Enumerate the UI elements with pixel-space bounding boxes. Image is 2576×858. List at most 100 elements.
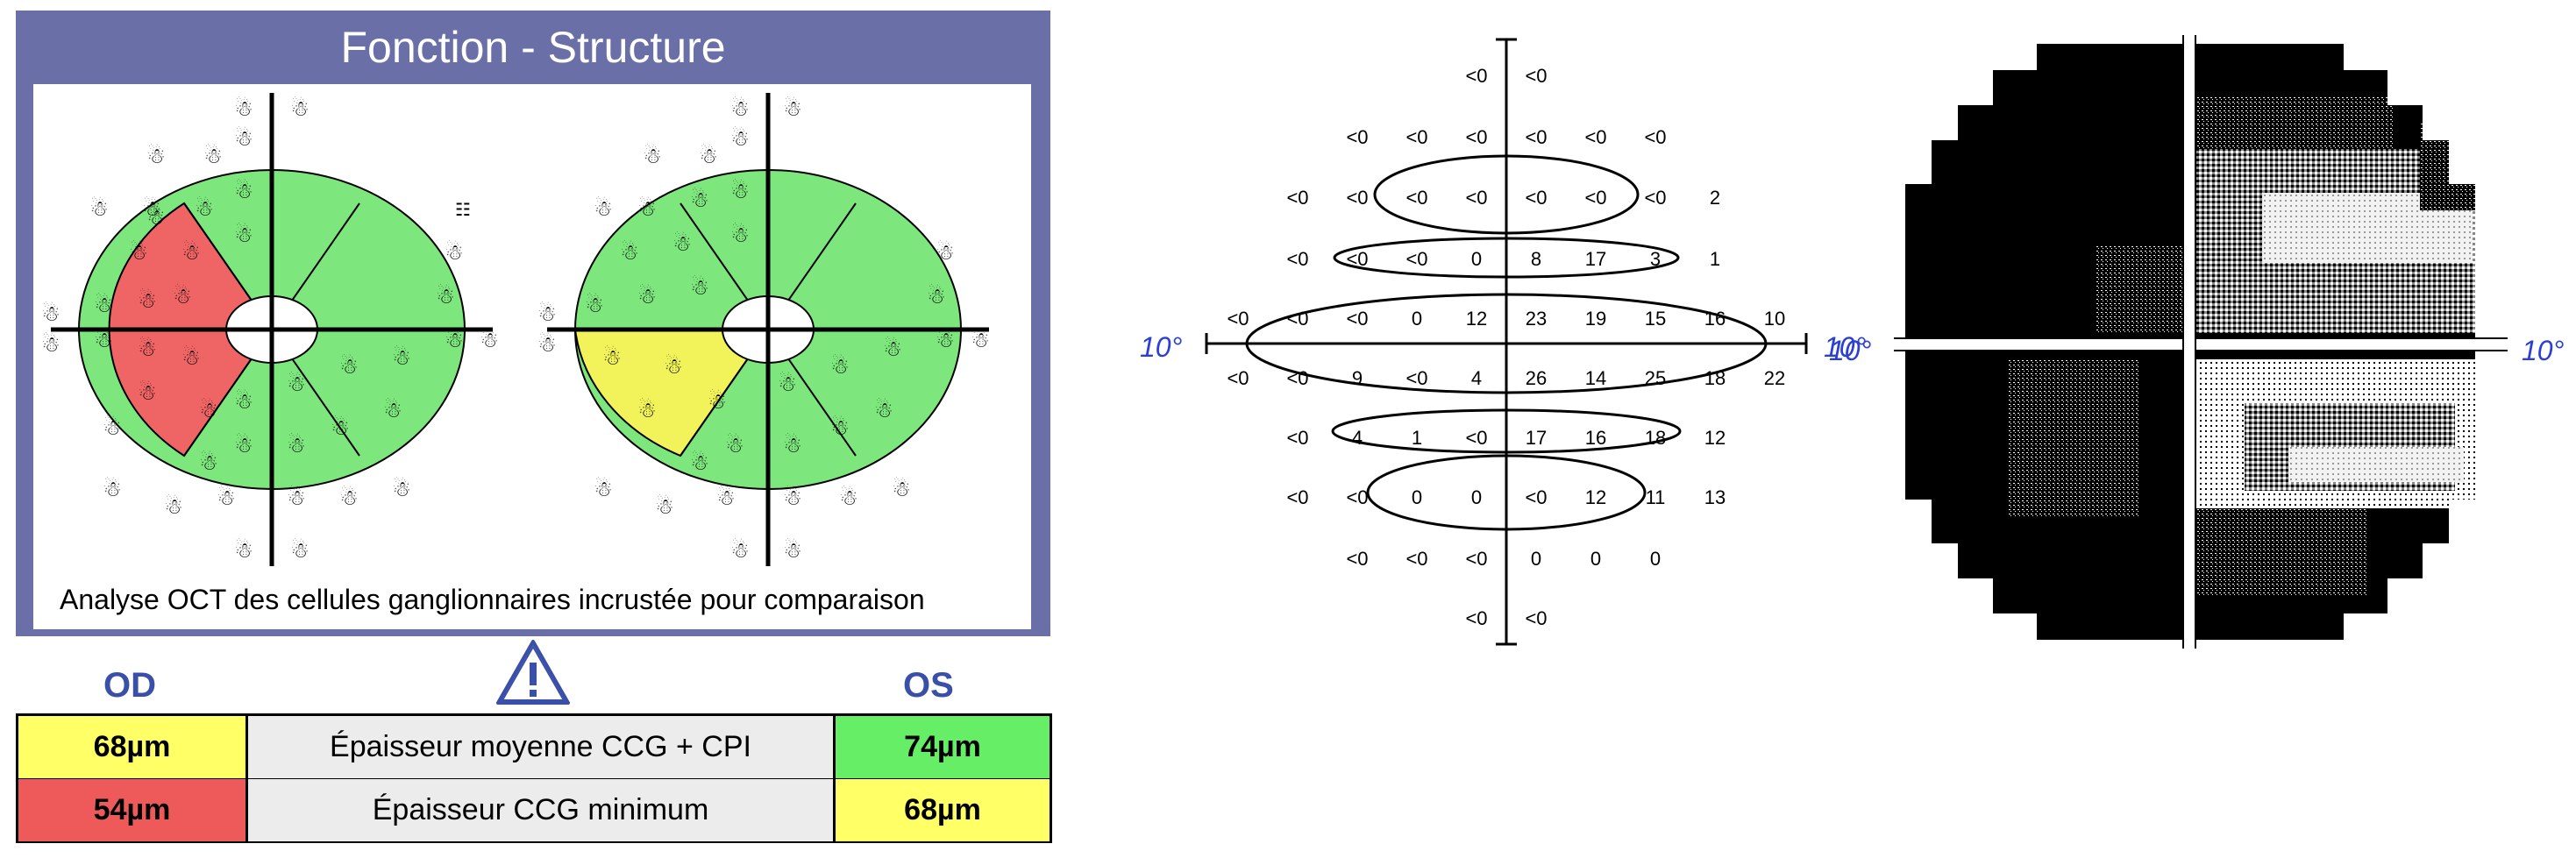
threshold-value: 19 (1584, 308, 1607, 330)
threshold-value: <0 (1405, 126, 1428, 148)
svg-text:☃: ☃ (537, 331, 557, 357)
svg-text:☃: ☃ (164, 493, 183, 519)
svg-text:☃: ☃ (89, 195, 109, 221)
svg-text:☃: ☃ (690, 274, 709, 300)
svg-text:☃: ☃ (730, 222, 750, 247)
threshold-value: 12 (1584, 486, 1607, 508)
od-ganglion-map: ☃ ☃ ☃ ☃ ☃ ☃ ☃ ☃ ☃ ☃ ☃ ☃ ☃ ☃ ☃ ☃ ☃ (41, 93, 499, 566)
svg-text:☷: ☷ (455, 201, 471, 220)
threshold-value: 11 (1645, 486, 1666, 508)
svg-text:☃: ☃ (234, 432, 253, 457)
threshold-value: 12 (1465, 308, 1488, 330)
threshold-value: 23 (1525, 308, 1548, 330)
threshold-value: 0 (1470, 486, 1483, 508)
svg-text:☃: ☃ (181, 239, 201, 265)
svg-text:☃: ☃ (94, 327, 113, 352)
svg-text:☃: ☃ (138, 287, 157, 313)
svg-text:☃: ☃ (839, 485, 858, 510)
threshold-value: <0 (1346, 248, 1369, 270)
table-row: 68µm Épaisseur moyenne CCG + CPI 74µm (18, 716, 1050, 780)
threshold-value: <0 (1346, 126, 1369, 148)
svg-text:☃: ☃ (146, 204, 166, 230)
os-symbols: ☃ ☃ ☃ ☃ ☃ ☃ ☃ ☃ ☃ ☃ ☃ ☃ ☃ ☃ ☃ ☃ ☃ (537, 96, 990, 563)
svg-text:☃: ☃ (199, 450, 218, 475)
svg-text:☃: ☃ (234, 178, 253, 203)
svg-text:☃: ☃ (173, 283, 192, 308)
svg-text:☃: ☃ (142, 195, 161, 221)
svg-text:☃: ☃ (690, 187, 709, 212)
svg-text:☃: ☃ (672, 230, 692, 256)
svg-text:☃: ☃ (339, 485, 359, 510)
svg-text:☃: ☃ (146, 143, 166, 168)
ganglion-cell-maps: ☃ ☃ ☃ (41, 93, 990, 566)
grayscale-map (1894, 35, 2508, 649)
threshold-value: 17 (1584, 248, 1607, 270)
threshold-value: 26 (1525, 367, 1548, 389)
svg-text:☃: ☃ (730, 125, 750, 151)
svg-text:☃: ☃ (936, 327, 955, 352)
svg-text:☃: ☃ (783, 432, 802, 457)
svg-text:☃: ☃ (290, 537, 310, 563)
threshold-value: 0 (1649, 548, 1662, 570)
threshold-value: <0 (1584, 187, 1607, 209)
svg-text:☃: ☃ (287, 371, 306, 396)
svg-text:☃: ☃ (690, 450, 709, 475)
threshold-value: <0 (1525, 187, 1548, 209)
threshold-value: 3 (1649, 248, 1662, 270)
threshold-value: 25 (1644, 367, 1667, 389)
threshold-value: <0 (1286, 427, 1309, 449)
threshold-value: 14 (1584, 367, 1607, 389)
svg-text:☃: ☃ (927, 283, 946, 308)
threshold-value: <0 (1227, 308, 1249, 330)
thickness-table: 68µm Épaisseur moyenne CCG + CPI 74µm 54… (16, 713, 1052, 843)
svg-text:☃: ☃ (234, 388, 253, 414)
svg-text:☃: ☃ (436, 283, 455, 308)
os-value: 68µm (836, 779, 1050, 841)
svg-text:☃: ☃ (892, 476, 911, 501)
svg-text:☃: ☃ (730, 96, 750, 121)
svg-text:☃: ☃ (103, 476, 122, 501)
svg-text:☃: ☃ (725, 432, 744, 457)
svg-text:☃: ☃ (287, 432, 306, 457)
row-label: Épaisseur moyenne CCG + CPI (248, 716, 836, 778)
table-row: 54µm Épaisseur CCG minimum 68µm (18, 779, 1050, 841)
svg-text:☃: ☃ (730, 537, 750, 563)
svg-text:☃: ☃ (129, 239, 148, 265)
threshold-value: 12 (1704, 427, 1726, 449)
svg-text:☃: ☃ (874, 397, 893, 422)
gray-degree-left: 10° (1829, 335, 1872, 366)
threshold-value: <0 (1346, 187, 1369, 209)
threshold-value: 0 (1590, 548, 1602, 570)
os-sector-map (547, 93, 989, 566)
svg-text:☃: ☃ (655, 493, 674, 519)
svg-text:☃: ☃ (287, 485, 306, 510)
threshold-value: 22 (1763, 367, 1786, 389)
threshold-value: <0 (1405, 367, 1428, 389)
svg-text:☃: ☃ (392, 476, 411, 501)
svg-text:☃: ☃ (383, 397, 402, 422)
svg-text:☃: ☃ (594, 476, 613, 501)
svg-text:☃: ☃ (234, 96, 253, 121)
svg-text:☃: ☃ (971, 327, 990, 352)
svg-text:☃: ☃ (138, 379, 157, 405)
svg-text:☃: ☃ (637, 397, 657, 422)
threshold-value: <0 (1286, 187, 1309, 209)
svg-text:☃: ☃ (445, 327, 464, 352)
svg-text:☃: ☃ (445, 239, 464, 265)
panel-caption: Analyse OCT des cellules ganglionnaires … (60, 584, 925, 615)
threshold-value: 10 (1763, 308, 1786, 330)
threshold-value: <0 (1465, 607, 1488, 629)
threshold-value: <0 (1346, 486, 1369, 508)
degree-label-left: 10° (1140, 331, 1183, 363)
svg-text:☃: ☃ (392, 344, 411, 370)
svg-text:☃: ☃ (783, 96, 802, 121)
row-label: Épaisseur CCG minimum (248, 779, 836, 841)
threshold-value: <0 (1525, 126, 1548, 148)
threshold-value: <0 (1465, 427, 1488, 449)
svg-text:☃: ☃ (830, 415, 850, 440)
threshold-value: <0 (1525, 486, 1548, 508)
threshold-value: 16 (1704, 308, 1726, 330)
threshold-value: <0 (1405, 248, 1428, 270)
svg-text:☃: ☃ (783, 537, 802, 563)
threshold-value: 0 (1411, 308, 1423, 330)
